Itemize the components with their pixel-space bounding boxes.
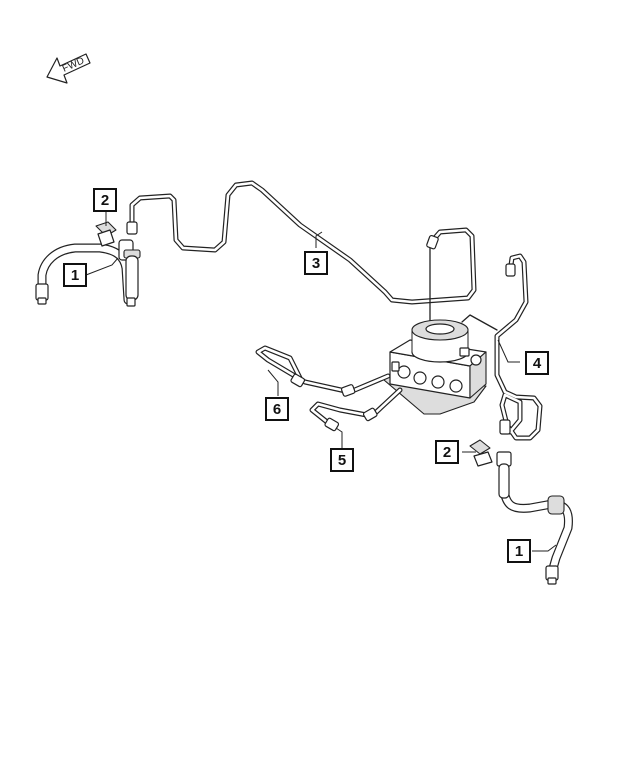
- left-clip: [95, 221, 117, 247]
- callout-4: 4: [525, 351, 549, 375]
- callout-label: 2: [101, 192, 109, 209]
- callout-label: 6: [273, 401, 281, 418]
- callout-3: 3: [304, 251, 328, 275]
- callout-label: 1: [515, 543, 523, 560]
- callout-6: 6: [265, 397, 289, 421]
- brake-tube-3: [126, 180, 477, 323]
- brake-tube-5: [309, 387, 403, 432]
- callout-label: 4: [533, 355, 542, 372]
- callout-5: 5: [330, 448, 354, 472]
- callout-label: 3: [312, 255, 320, 272]
- fwd-label: FWD: [61, 55, 86, 74]
- callout-label: 2: [443, 444, 451, 461]
- leader-lines: [85, 212, 557, 552]
- callout-1-right: 1: [507, 539, 531, 563]
- abs-module: [383, 319, 487, 415]
- callout-2-left: 2: [93, 188, 117, 212]
- fwd-arrow-icon: FWD: [46, 53, 91, 84]
- left-brake-hose: [35, 239, 141, 307]
- callout-2-right: 2: [435, 440, 459, 464]
- right-clip: [469, 439, 493, 467]
- callout-label: 5: [338, 452, 346, 469]
- callout-1-left: 1: [63, 263, 87, 287]
- brake-tube-6: [255, 345, 391, 397]
- right-brake-hose: [496, 451, 573, 585]
- callout-label: 1: [71, 267, 79, 284]
- brake-tube-4: [461, 253, 543, 441]
